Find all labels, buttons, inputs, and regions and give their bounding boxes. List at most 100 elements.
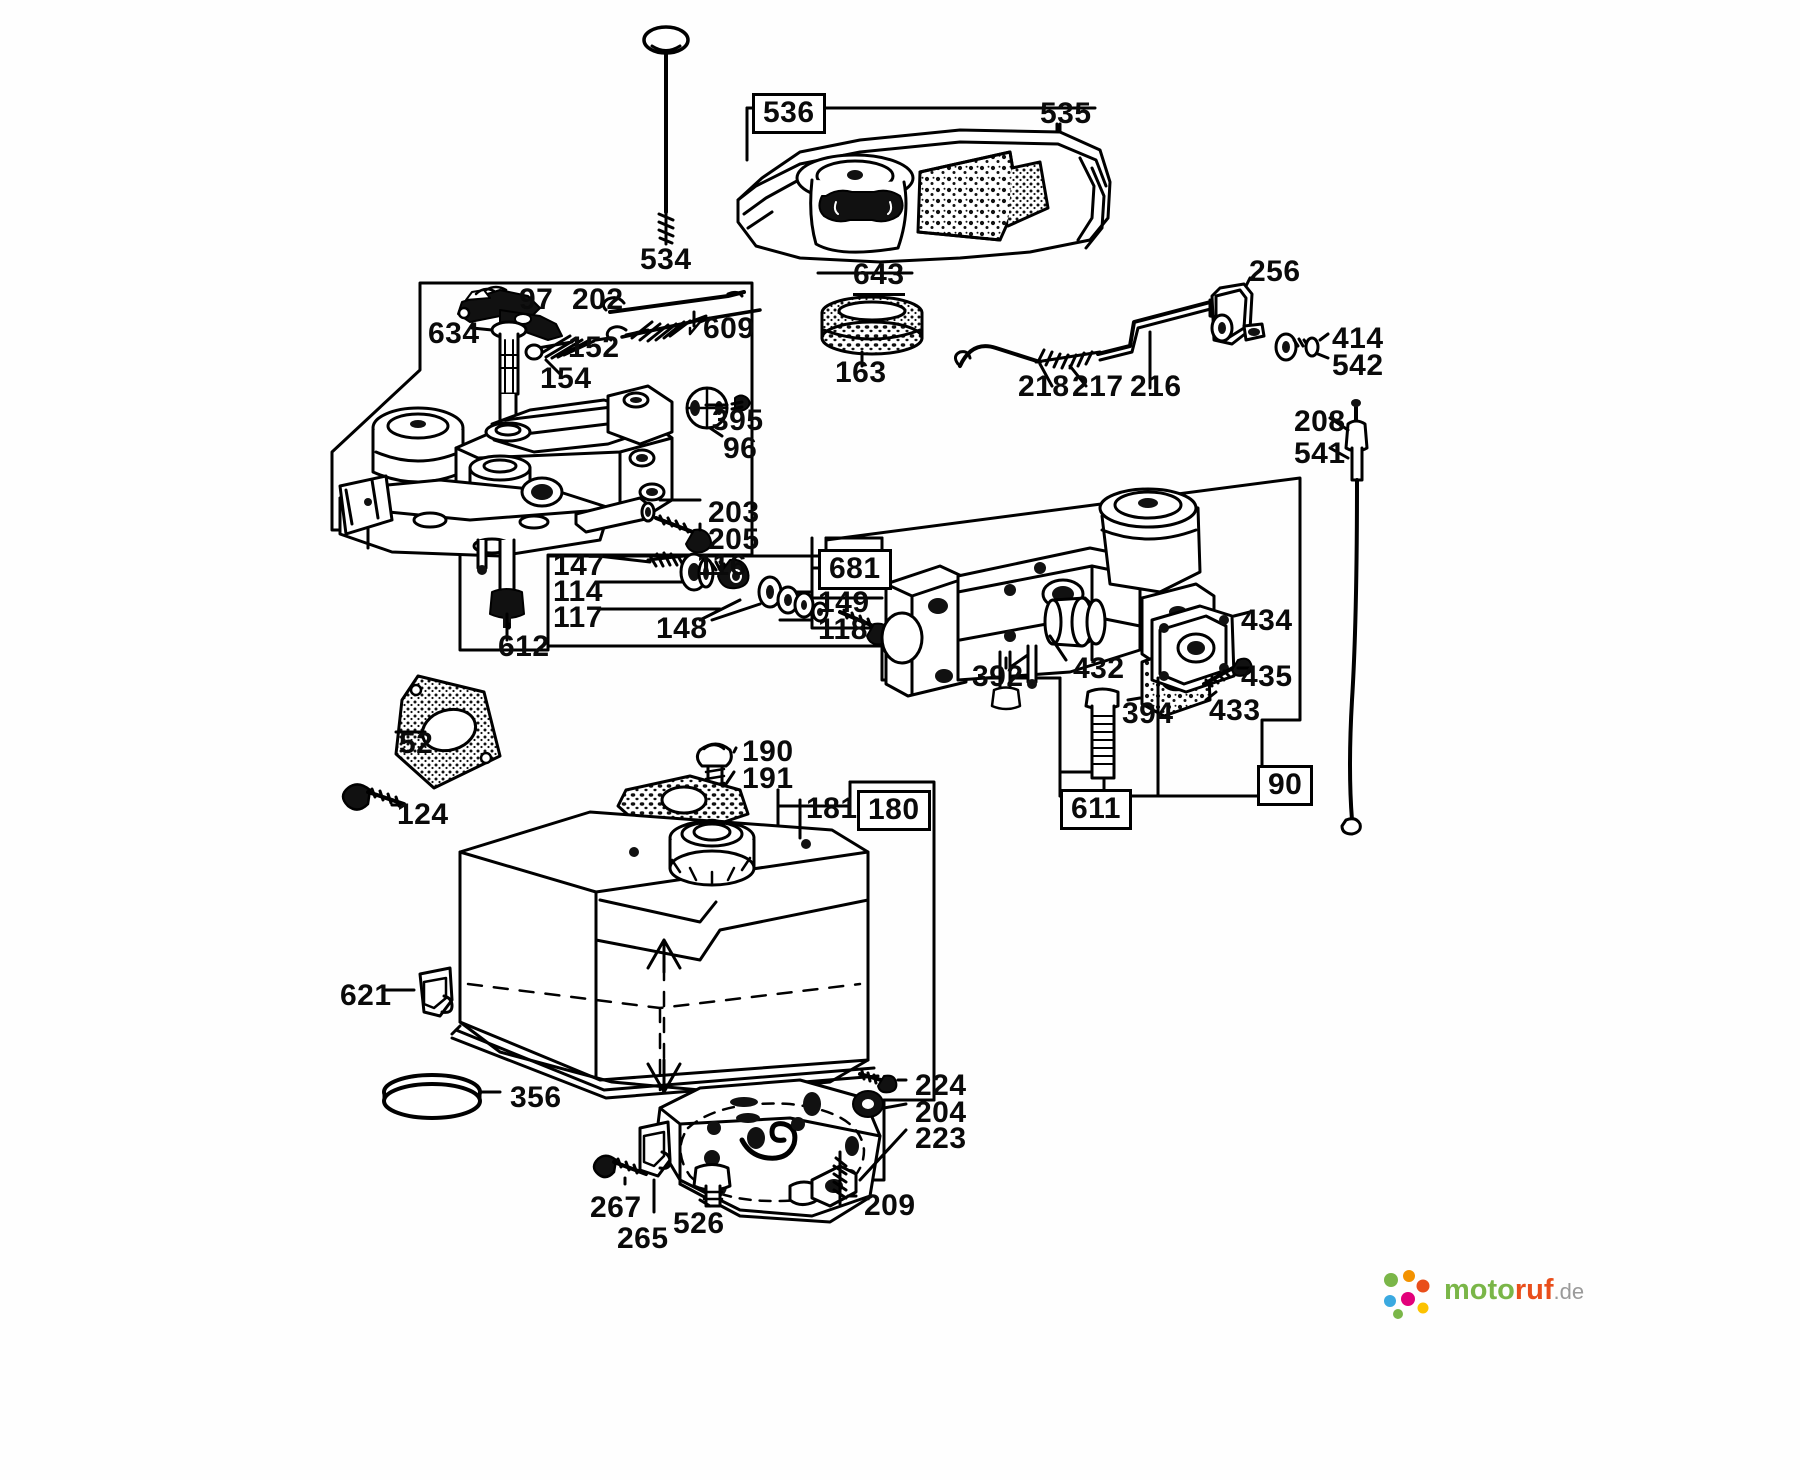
callout-435[interactable]: 435	[1241, 660, 1293, 693]
part-205-screw	[654, 514, 712, 554]
callout-154[interactable]: 154	[540, 362, 592, 395]
callout-218[interactable]: 218	[1018, 370, 1070, 403]
callout-90[interactable]: 90	[1257, 765, 1314, 806]
leader-191	[724, 770, 736, 786]
part-152-screw	[524, 334, 612, 361]
leader-434	[1232, 610, 1252, 618]
callout-152[interactable]: 152	[568, 331, 620, 364]
part-97-throttle-lever	[457, 285, 563, 341]
part-612-bolt	[489, 538, 525, 642]
callout-536[interactable]: 536	[752, 93, 826, 134]
callout-202[interactable]: 202	[572, 283, 624, 316]
callout-205[interactable]: 205	[708, 523, 760, 556]
callout-526[interactable]: 526	[673, 1207, 725, 1240]
callout-643[interactable]: 643	[853, 258, 905, 296]
callout-634[interactable]: 634	[428, 317, 480, 350]
watermark-moto: moto	[1444, 1274, 1515, 1306]
part-202-link	[601, 290, 746, 314]
callout-216[interactable]: 216	[1130, 370, 1182, 403]
callout-433[interactable]: 433	[1209, 694, 1261, 727]
callout-181[interactable]: 181	[806, 792, 858, 825]
callout-217[interactable]: 217	[1072, 370, 1124, 403]
watermark-logo-mark	[1384, 1270, 1430, 1319]
callout-209[interactable]: 209	[864, 1189, 916, 1222]
leader-223	[858, 1128, 908, 1182]
leader-217	[1068, 364, 1088, 388]
callout-432[interactable]: 432	[1073, 652, 1125, 685]
callout-612[interactable]: 612	[498, 630, 550, 663]
callout-97[interactable]: 97	[519, 283, 554, 316]
callout-621[interactable]: 621	[340, 979, 392, 1012]
watermark-ruf: ruf	[1514, 1274, 1554, 1306]
part-209-spring	[832, 1150, 848, 1206]
leader-256	[1244, 276, 1252, 288]
callout-180[interactable]: 180	[857, 790, 931, 831]
callout-190[interactable]: 190	[742, 735, 794, 768]
callout-356[interactable]: 356	[510, 1081, 562, 1114]
callout-208[interactable]: 208	[1294, 405, 1346, 438]
callout-535[interactable]: 535	[1040, 97, 1092, 130]
callout-203[interactable]: 203	[708, 496, 760, 529]
callout-204[interactable]: 204	[915, 1096, 967, 1129]
callout-163[interactable]: 163	[835, 356, 887, 389]
callout-541[interactable]: 541	[1294, 437, 1346, 470]
part-267-screw	[592, 1154, 648, 1179]
callout-116[interactable]: 116	[697, 549, 747, 582]
callout-223[interactable]: 223	[915, 1122, 967, 1155]
part-163-grommet	[820, 295, 924, 356]
part-small-pin-612b	[476, 538, 488, 575]
callout-149[interactable]: 149	[818, 586, 870, 619]
callout-542[interactable]: 542	[1332, 349, 1384, 382]
callout-681[interactable]: 681	[818, 549, 892, 590]
callout-148[interactable]: 148	[656, 612, 708, 645]
callout-124[interactable]: 124	[397, 798, 449, 831]
watermark-text: motoruf.de	[1444, 1274, 1584, 1307]
part-147-spring	[646, 551, 686, 568]
part-643-primer-bulb-housing	[795, 153, 915, 254]
part-218-rod	[1096, 298, 1224, 362]
callout-224[interactable]: 224	[915, 1069, 967, 1102]
tank-arrow-up	[646, 938, 682, 974]
leader-96	[708, 426, 724, 438]
callout-96[interactable]: 96	[723, 432, 758, 465]
leader-204	[882, 1102, 908, 1110]
leader-148	[698, 598, 762, 622]
leader-433	[1204, 690, 1218, 702]
callout-147[interactable]: 147	[553, 549, 605, 582]
leader-394	[1126, 696, 1142, 702]
watermark-tld: .de	[1553, 1279, 1585, 1304]
leader-190	[732, 746, 738, 754]
tank-arrow-down	[646, 1058, 682, 1094]
callout-265[interactable]: 265	[617, 1222, 669, 1255]
callout-117[interactable]: 117	[553, 601, 603, 634]
callout-256[interactable]: 256	[1249, 255, 1301, 288]
part-395-96-ring	[685, 386, 751, 430]
part-216-governor-link	[953, 344, 1042, 368]
callout-395[interactable]: 395	[712, 404, 764, 437]
part-217-spring	[1034, 348, 1102, 370]
part-124-screw	[341, 783, 406, 811]
callout-191[interactable]: 191	[742, 762, 794, 795]
callout-118[interactable]: 118	[818, 613, 868, 646]
callout-434[interactable]: 434	[1241, 604, 1293, 637]
part-434-bracket	[1150, 604, 1236, 694]
part-tank-bracket	[654, 1078, 882, 1224]
callout-267[interactable]: 267	[590, 1191, 642, 1224]
leader-154	[544, 358, 562, 376]
part-204-washer	[852, 1090, 884, 1118]
part-224-bolt	[858, 1069, 898, 1094]
part-535-filter-element	[916, 150, 1050, 242]
callout-414[interactable]: 414	[1332, 322, 1384, 355]
part-203-idle-shaft	[574, 496, 656, 534]
part-621-clip	[418, 966, 454, 1018]
callout-534[interactable]: 534	[640, 243, 692, 276]
callout-52[interactable]: 52	[399, 727, 434, 760]
callout-609[interactable]: 609	[703, 312, 755, 345]
callout-114[interactable]: 114	[553, 575, 603, 608]
callout-611[interactable]: 611	[1060, 789, 1132, 830]
leader-147	[596, 554, 652, 564]
callout-394[interactable]: 394	[1122, 697, 1174, 730]
callout-392[interactable]: 392	[972, 660, 1024, 693]
